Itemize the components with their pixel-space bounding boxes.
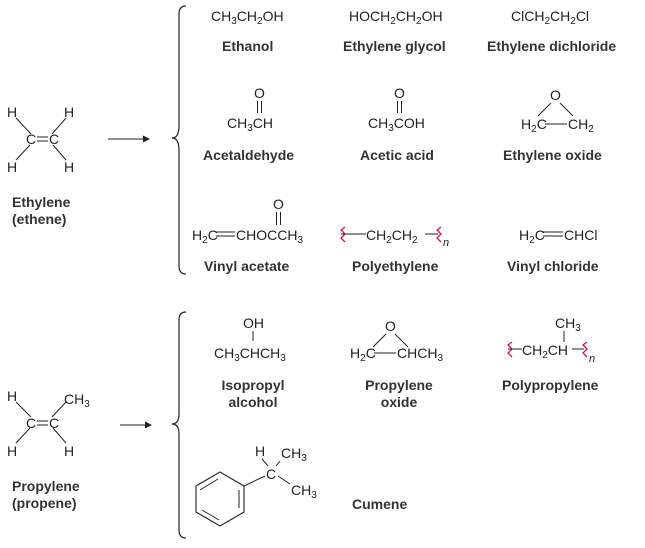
ethylene-glycol-formula: HOCH2CH2OH bbox=[349, 8, 443, 27]
label-ethylene-oxide: Ethylene oxide bbox=[503, 147, 602, 163]
svg-text:C: C bbox=[266, 466, 276, 482]
svg-text:CH3CHCH3: CH3CHCH3 bbox=[214, 345, 286, 364]
propylene-name: Propylene (propene) bbox=[12, 478, 80, 511]
svg-text:H: H bbox=[64, 159, 74, 175]
reaction-arrow-ethylene bbox=[108, 135, 150, 143]
label-cumene: Cumene bbox=[352, 496, 408, 512]
svg-text:HOCH2CH2OH: HOCH2CH2OH bbox=[349, 8, 443, 27]
svg-text:CH3: CH3 bbox=[291, 482, 317, 501]
svg-text:CH3COH: CH3COH bbox=[368, 115, 425, 134]
ethylene-oxide-formula: O H2C CH2 bbox=[521, 87, 594, 135]
svg-text:OH: OH bbox=[243, 315, 264, 331]
svg-text:CH2: CH2 bbox=[568, 116, 594, 135]
label-propylene-oxide: Propylene oxide bbox=[365, 377, 433, 410]
propylene-atoms: H CH3 C C H H bbox=[7, 388, 90, 459]
svg-text:O: O bbox=[254, 85, 265, 101]
svg-text:ClCH2CH2Cl: ClCH2CH2Cl bbox=[511, 8, 589, 27]
vinyl-acetate-formula: O H2C CHOCCH3 bbox=[192, 196, 303, 246]
svg-text:H2C: H2C bbox=[350, 345, 376, 364]
svg-text:C: C bbox=[26, 131, 36, 147]
svg-text:O: O bbox=[273, 196, 284, 212]
svg-text:H: H bbox=[64, 104, 74, 120]
label-acetic-acid: Acetic acid bbox=[360, 147, 434, 163]
svg-text:CH2CH: CH2CH bbox=[522, 342, 568, 361]
ethylene-name: Ethylene (ethene) bbox=[12, 194, 71, 227]
svg-text:H: H bbox=[64, 443, 74, 459]
svg-text:n: n bbox=[589, 353, 595, 365]
propylene-oxide-formula: O H2C CHCH3 bbox=[350, 318, 443, 364]
svg-text:H: H bbox=[7, 443, 17, 459]
label-polypropylene: Polypropylene bbox=[502, 377, 599, 393]
reaction-arrow-propylene bbox=[120, 421, 152, 429]
svg-text:CH3CH: CH3CH bbox=[227, 115, 273, 134]
ethylene-dichloride-formula: ClCH2CH2Cl bbox=[511, 8, 589, 27]
polyethylene-formula: CH2CH2 n bbox=[340, 226, 449, 249]
svg-text:CH3: CH3 bbox=[281, 445, 307, 464]
svg-text:CH3: CH3 bbox=[555, 315, 581, 334]
isopropyl-alcohol-formula: OH CH3CHCH3 bbox=[214, 315, 286, 364]
acetic-acid-formula: O CH3COH bbox=[368, 85, 425, 134]
svg-text:H2C: H2C bbox=[521, 116, 547, 135]
label-ethanol: Ethanol bbox=[222, 38, 274, 54]
ethylene-structure bbox=[15, 117, 67, 161]
svg-text:CH3: CH3 bbox=[64, 391, 90, 410]
ethanol-formula: CH3CH2OH bbox=[211, 8, 284, 27]
brace-ethylene bbox=[171, 5, 187, 275]
svg-text:H: H bbox=[7, 104, 17, 120]
label-vinyl-acetate: Vinyl acetate bbox=[204, 258, 290, 274]
svg-text:O: O bbox=[550, 87, 561, 103]
label-ethylene-dichloride: Ethylene dichloride bbox=[487, 38, 617, 54]
label-isopropyl-alcohol: Isopropyl alcohol bbox=[221, 377, 285, 410]
cumene-structure: H CH3 C CH3 bbox=[195, 443, 317, 527]
svg-text:n: n bbox=[443, 237, 449, 249]
svg-text:C: C bbox=[49, 415, 59, 431]
label-polyethylene: Polyethylene bbox=[352, 258, 439, 274]
svg-text:H: H bbox=[7, 388, 17, 404]
svg-text:H: H bbox=[255, 443, 265, 459]
svg-text:CHCl: CHCl bbox=[564, 227, 597, 243]
svg-text:H2C: H2C bbox=[519, 227, 545, 246]
svg-text:CH3CH2OH: CH3CH2OH bbox=[211, 8, 284, 27]
acetaldehyde-formula: O CH3CH bbox=[227, 85, 273, 134]
label-acetaldehyde: Acetaldehyde bbox=[203, 147, 295, 163]
label-ethylene-glycol: Ethylene glycol bbox=[343, 38, 446, 54]
svg-text:CHCH3: CHCH3 bbox=[397, 345, 443, 364]
svg-text:H2C: H2C bbox=[192, 227, 218, 246]
svg-text:C: C bbox=[26, 415, 36, 431]
svg-text:O: O bbox=[385, 318, 396, 334]
svg-text:O: O bbox=[394, 85, 405, 101]
brace-propylene bbox=[171, 311, 187, 539]
ethylene-atoms: H H C C H H bbox=[7, 104, 74, 175]
svg-text:C: C bbox=[49, 131, 59, 147]
svg-text:CHOCCH3: CHOCCH3 bbox=[236, 227, 303, 246]
polypropylene-formula: CH3 CH2CH n bbox=[507, 315, 595, 365]
propylene-structure bbox=[15, 401, 67, 444]
label-vinyl-chloride: Vinyl chloride bbox=[507, 258, 599, 274]
vinyl-chloride-formula: H2C CHCl bbox=[519, 227, 597, 246]
svg-text:H: H bbox=[7, 159, 17, 175]
svg-text:CH2CH2: CH2CH2 bbox=[366, 227, 418, 246]
